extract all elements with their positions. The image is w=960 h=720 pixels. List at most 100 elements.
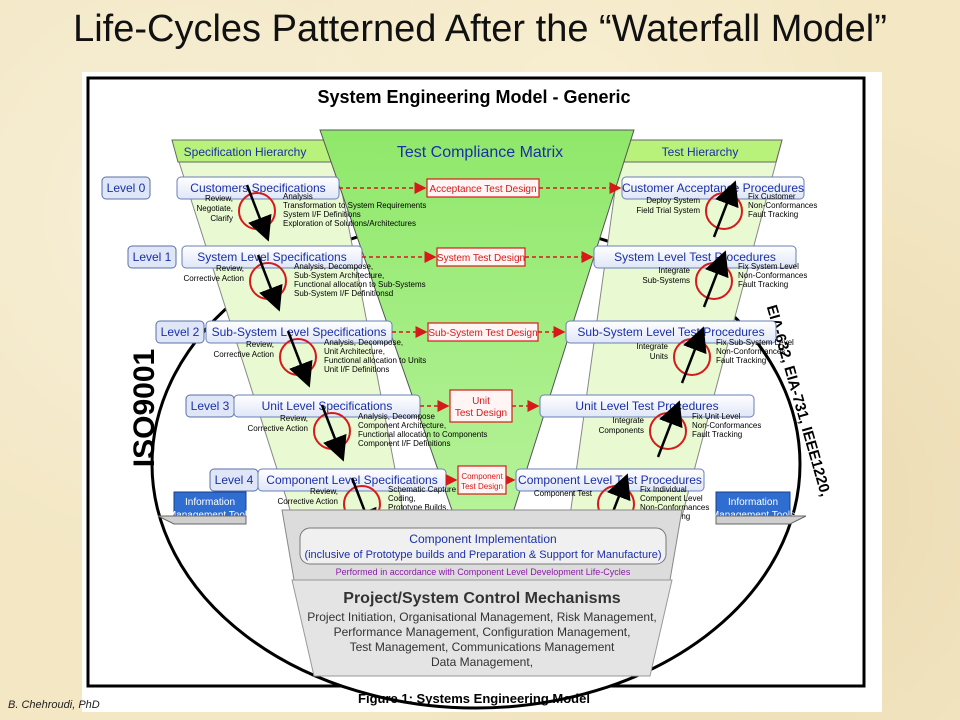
left-note-4-0: Schematic Capture bbox=[388, 485, 457, 494]
right-small-3-0: Integrate bbox=[612, 416, 644, 425]
level-label-1: Level 1 bbox=[133, 250, 172, 264]
right-note-4-2: Non-Conformances bbox=[640, 503, 709, 512]
right-note-3-0: Fix Unit Level bbox=[692, 412, 741, 421]
left-note-0-1: Transformation to System Requirements bbox=[283, 201, 426, 210]
test-label-0: Customer Acceptance Procedures bbox=[622, 181, 804, 195]
implementation-title: Component Implementation bbox=[409, 532, 556, 546]
right-note-3-2: Fault Tracking bbox=[692, 430, 742, 439]
figure-frame: System Engineering Model - Generic Speci… bbox=[82, 72, 882, 712]
right-small-4-0: Component Test bbox=[534, 489, 593, 498]
left-small-3-1: Corrective Action bbox=[248, 424, 308, 433]
levels-layer: Level 0 Customers Specifications Customer … bbox=[101, 176, 817, 535]
right-flow-arrow-2 bbox=[680, 326, 707, 384]
left-small-0-2: Clarify bbox=[210, 214, 233, 223]
right-small-0-0: Deploy System bbox=[646, 196, 700, 205]
test-design-box-4 bbox=[457, 465, 507, 495]
author-credit: B. Chehroudi, PhD bbox=[8, 699, 100, 711]
left-note-1-1: Sub-System Architecture, bbox=[294, 271, 384, 280]
left-note-0-2: System I/F Definitions bbox=[283, 210, 361, 219]
right-flow-arrow-3 bbox=[656, 400, 683, 458]
left-flow-arrow-2 bbox=[286, 330, 313, 388]
test-label-2: Sub-System Level Test Procedures bbox=[577, 325, 764, 339]
right-note-0-0: Fix Customer bbox=[748, 192, 796, 201]
test-design-label-1-0: System Test Design bbox=[437, 253, 525, 264]
info-left-shelf bbox=[157, 515, 247, 525]
spec-label-2: Sub-System Level Specifications bbox=[212, 325, 387, 339]
left-note-1-0: Analysis, Decompose, bbox=[294, 262, 373, 271]
test-box-2 bbox=[565, 320, 777, 344]
test-design-label-4-1: Test Design bbox=[461, 482, 503, 491]
left-note-1-2: Functional allocation to Sub-Systems bbox=[294, 280, 426, 289]
test-design-label-4-0: Component bbox=[461, 472, 503, 481]
control-line-3: Test Management, Communications Manageme… bbox=[350, 640, 615, 654]
right-note-4-1: Component Level bbox=[640, 494, 703, 503]
right-small-0-1: Field Trial System bbox=[636, 206, 700, 215]
right-flow-arrow-0 bbox=[712, 180, 739, 238]
spec-hierarchy-label: Specification Hierarchy bbox=[184, 145, 307, 159]
test-design-box-3 bbox=[449, 389, 513, 423]
left-note-3-0: Analysis, Decompose bbox=[358, 412, 435, 421]
level-label-3: Level 3 bbox=[191, 399, 230, 413]
test-box-3 bbox=[539, 394, 755, 418]
left-note-0-0: Analysis bbox=[283, 192, 313, 201]
info-mgmt-right-line1: Information bbox=[728, 497, 778, 508]
test-design-label-3-0: Unit bbox=[472, 396, 490, 407]
control-title: Project/System Control Mechanisms bbox=[343, 590, 621, 607]
right-note-2-0: Fix Sub-System Level bbox=[716, 338, 794, 347]
level-box-0 bbox=[101, 176, 151, 200]
left-small-4-1: Corrective Action bbox=[278, 497, 338, 506]
right-note-1-0: Fix System Level bbox=[738, 262, 799, 271]
test-label-1: System Level Test Procedures bbox=[614, 250, 776, 264]
control-line-4: Data Management, bbox=[431, 655, 533, 669]
left-flow-arrow-0 bbox=[245, 184, 272, 242]
left-note-2-3: Unit I/F Definitions bbox=[324, 365, 389, 374]
left-note-2-1: Unit Architecture, bbox=[324, 347, 385, 356]
test-hierarchy-label: Test Hierarchy bbox=[662, 145, 739, 159]
left-flow-arrow-3 bbox=[320, 404, 347, 462]
iso-label: ISO9001 bbox=[128, 349, 161, 467]
info-right-shelf bbox=[715, 515, 807, 525]
spec-label-1: System Level Specifications bbox=[197, 250, 346, 264]
left-flow-arrow-1 bbox=[256, 254, 283, 312]
implementation-note: Performed in accordance with Component L… bbox=[336, 567, 631, 577]
left-small-3-0: Review, bbox=[280, 414, 308, 423]
right-small-1-1: Sub-Systems bbox=[642, 276, 690, 285]
left-note-0-3: Exploration of Solutions/Architectures bbox=[283, 219, 416, 228]
right-note-1-1: Non-Conformances bbox=[738, 271, 807, 280]
right-note-2-2: Fault Tracking bbox=[716, 356, 766, 365]
left-note-4-1: Coding, bbox=[388, 494, 416, 503]
level-box-2 bbox=[155, 320, 205, 344]
level-label-4: Level 4 bbox=[215, 473, 254, 487]
test-design-label-3-1: Test Design bbox=[455, 408, 507, 419]
left-note-1-3: Sub-System I/F Definitionsd bbox=[294, 289, 393, 298]
implementation-subtitle: (inclusive of Prototype builds and Prepa… bbox=[304, 549, 661, 561]
right-note-1-2: Fault Tracking bbox=[738, 280, 788, 289]
left-note-2-2: Functional allocation to Units bbox=[324, 356, 426, 365]
info-mgmt-left-line1: Information bbox=[185, 497, 235, 508]
spec-label-0: Customers Specifications bbox=[190, 181, 325, 195]
left-note-4-2: Prototype Builds, bbox=[388, 503, 448, 512]
left-small-1-0: Review, bbox=[216, 264, 244, 273]
left-small-4-0: Review, bbox=[310, 487, 338, 496]
test-design-box-1 bbox=[436, 247, 526, 267]
left-note-3-3: Component I/F Definitions bbox=[358, 439, 451, 448]
right-small-2-1: Units bbox=[650, 352, 668, 361]
left-small-2-0: Review, bbox=[246, 340, 274, 349]
control-panel bbox=[291, 579, 673, 677]
test-box-1 bbox=[593, 245, 797, 269]
right-note-3-1: Non-Conformances bbox=[692, 421, 761, 430]
right-note-2-1: Non-Conformances bbox=[716, 347, 785, 356]
control-line-1: Project Initiation, Organisational Manag… bbox=[307, 610, 657, 624]
implementation-box bbox=[299, 527, 667, 565]
right-small-1-0: Integrate bbox=[658, 266, 690, 275]
figure-caption: Figure 1: Systems Engineering Model bbox=[358, 691, 590, 706]
left-note-2-0: Analysis, Decompose, bbox=[324, 338, 403, 347]
level-label-0: Level 0 bbox=[107, 181, 146, 195]
test-design-label-0-0: Acceptance Test Design bbox=[429, 184, 536, 195]
spec-label-3: Unit Level Specifications bbox=[262, 399, 393, 413]
test-label-3: Unit Level Test Procedures bbox=[575, 399, 718, 413]
test-box-0 bbox=[621, 176, 805, 200]
compliance-matrix-label: Test Compliance Matrix bbox=[397, 144, 563, 161]
diagram-title: System Engineering Model - Generic bbox=[317, 87, 630, 107]
right-small-2-0: Integrate bbox=[636, 342, 668, 351]
